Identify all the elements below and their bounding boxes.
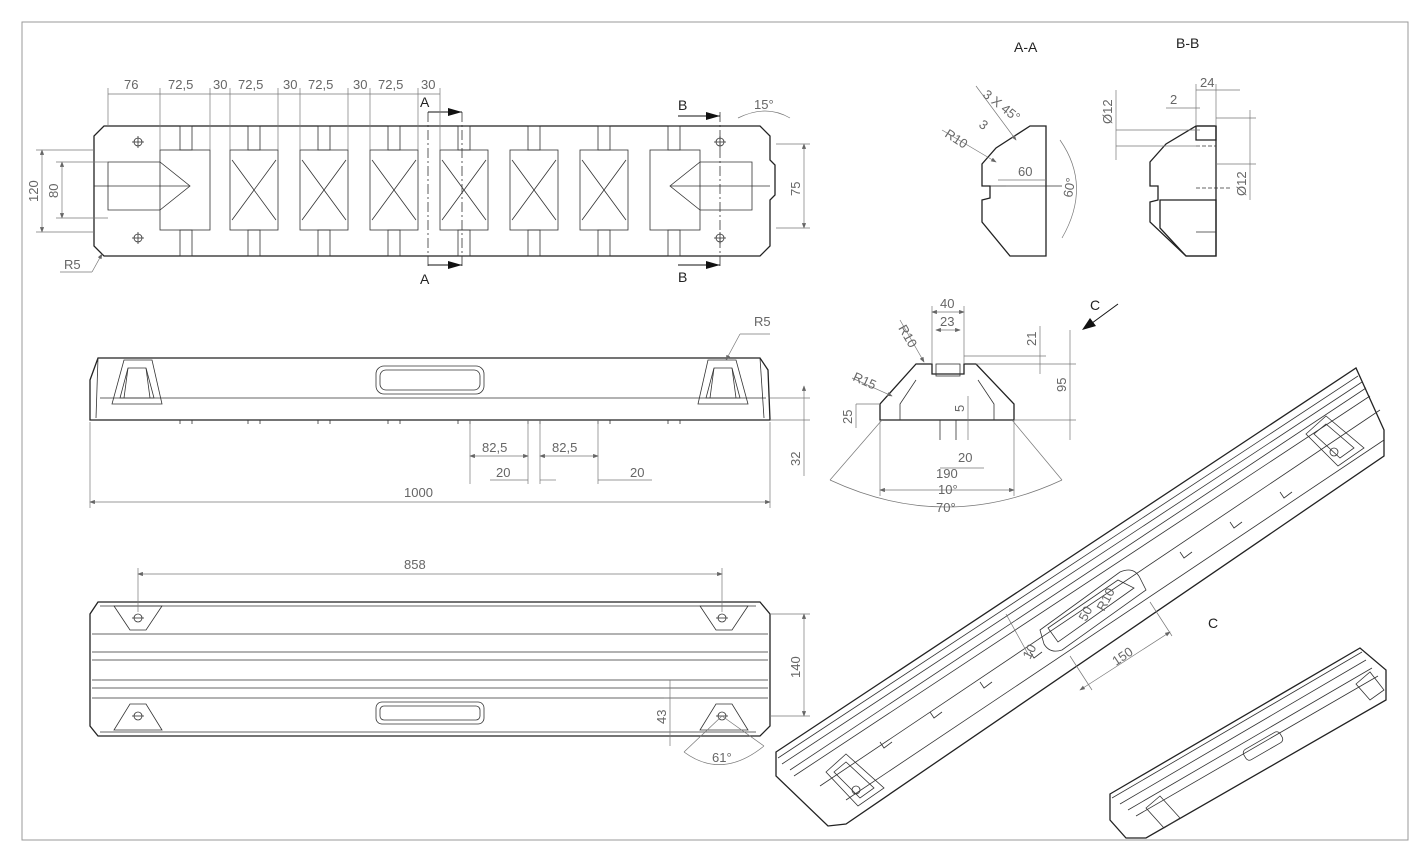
dim-top-5: 30 bbox=[283, 77, 297, 92]
dim-radius-r5-top: R5 bbox=[64, 257, 81, 272]
dim-height-32: 32 bbox=[788, 452, 803, 466]
dim-wall-bb: 2 bbox=[1170, 92, 1177, 107]
mounting-hole-marks bbox=[132, 136, 726, 244]
isometric-view: 150 50 R10 10 bbox=[775, 367, 1385, 827]
bottom-view: 858 140 43 61° bbox=[89, 557, 810, 765]
dim-top-4: 72,5 bbox=[238, 77, 263, 92]
dim-handle-radius-iso: R10 bbox=[1093, 585, 1117, 613]
dim-top-6: 72,5 bbox=[308, 77, 333, 92]
pocket-row bbox=[107, 125, 753, 257]
dim-bottom-offset-end: 5 bbox=[952, 405, 967, 412]
dim-offset-43: 43 bbox=[654, 710, 669, 724]
dim-angle-b-end: 70° bbox=[936, 500, 956, 515]
dim-height-120: 120 bbox=[26, 180, 41, 202]
dim-radius-top-end: R10 bbox=[895, 322, 920, 350]
view-c-label: C bbox=[1208, 615, 1218, 631]
dim-hole-side-bb: Ø12 bbox=[1234, 171, 1249, 196]
dim-top-8: 72,5 bbox=[378, 77, 403, 92]
dim-angle-15: 15° bbox=[754, 97, 774, 112]
dim-angle-aa: 60° bbox=[1060, 177, 1078, 199]
dim-side-height-end: 25 bbox=[840, 410, 855, 424]
dim-height-end: 95 bbox=[1054, 378, 1069, 392]
dim-angle-a-end: 10° bbox=[938, 482, 958, 497]
dim-height-80: 80 bbox=[46, 184, 61, 198]
dim-radius-side-end: R15 bbox=[851, 369, 879, 392]
dim-wall-iso: 10 bbox=[1019, 642, 1039, 662]
dim-base-width-end: 190 bbox=[936, 466, 958, 481]
dim-top-7: 30 bbox=[353, 77, 367, 92]
section-bb-label: B-B bbox=[1176, 35, 1199, 51]
dim-radius-aa: R10 bbox=[942, 126, 970, 152]
dim-top-2: 72,5 bbox=[168, 77, 193, 92]
dim-depth-aa: 3 bbox=[976, 117, 991, 133]
dim-spacing-b: 82,5 bbox=[552, 440, 577, 455]
dim-length-1000: 1000 bbox=[404, 485, 433, 500]
dim-span-858: 858 bbox=[404, 557, 426, 572]
sheet-border bbox=[21, 21, 1409, 841]
dim-top-9: 30 bbox=[421, 77, 435, 92]
dim-handle-width-iso: 150 bbox=[1109, 644, 1135, 669]
dim-top-width-end: 40 bbox=[940, 296, 954, 311]
dim-slot-depth-end: 21 bbox=[1024, 332, 1039, 346]
end-view: 40 23 R10 21 95 R15 25 20 5 190 10° 70° … bbox=[829, 296, 1119, 515]
cut-label-a-bottom: A bbox=[420, 271, 430, 287]
dim-handle-height-iso: 50 bbox=[1075, 604, 1095, 624]
dim-spacing-a: 82,5 bbox=[482, 440, 507, 455]
dim-width-140: 140 bbox=[788, 656, 803, 678]
dim-slot-width-end: 23 bbox=[940, 314, 954, 329]
view-c-arrow-label: C bbox=[1090, 297, 1100, 313]
view-c: C bbox=[1109, 615, 1387, 839]
iso-notches bbox=[879, 491, 1293, 749]
section-bb: B-B Ø12 Ø12 24 2 bbox=[1100, 35, 1256, 257]
dim-gap-c: 20 bbox=[630, 465, 644, 480]
dim-width-aa: 60 bbox=[1018, 164, 1032, 179]
dim-offset-bb: 24 bbox=[1200, 75, 1214, 90]
section-aa-label: A-A bbox=[1014, 39, 1038, 55]
dim-bottom-gap-end: 20 bbox=[958, 450, 972, 465]
cut-label-a-top: A bbox=[420, 94, 430, 110]
dim-angle-61: 61° bbox=[712, 750, 732, 765]
section-aa: A-A 3 X 45° R10 3 60 60° bbox=[941, 39, 1078, 257]
dim-top-3: 30 bbox=[213, 77, 227, 92]
dim-radius-r5-side: R5 bbox=[754, 314, 771, 329]
top-view: A A B B 76 72,5 30 72,5 30 72,5 30 72,5 … bbox=[26, 77, 810, 287]
dim-hole-top-bb: Ø12 bbox=[1100, 99, 1115, 124]
dim-top-1: 76 bbox=[124, 77, 138, 92]
dim-height-75: 75 bbox=[788, 182, 803, 196]
side-view: R5 82,5 82,5 20 20 32 1000 bbox=[89, 314, 810, 508]
cut-label-b-top: B bbox=[678, 97, 687, 113]
cut-label-b-bottom: B bbox=[678, 269, 687, 285]
dim-gap-a: 20 bbox=[496, 465, 510, 480]
